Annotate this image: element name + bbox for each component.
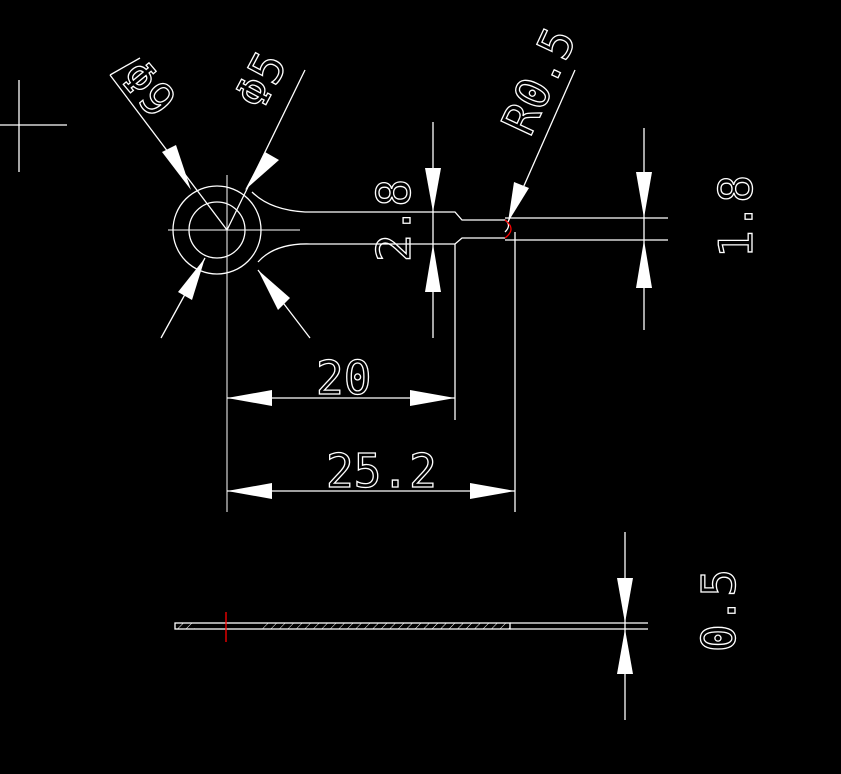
dim-radius-tip-label: R0.5 [491,19,587,142]
dim-thickness-label: 0.5 [692,569,746,652]
arm-upper-profile [251,191,510,233]
dim-width-neck: 2.8 [366,122,441,338]
dim-dia-inner-label: Φ5 [224,43,298,117]
dim-length-short-label: 20 [316,351,371,405]
dim-width-neck-label: 2.8 [367,179,421,262]
crosshair-cursor-icon [0,80,67,172]
part-top-view [168,175,512,512]
dim-dia-outer-label: Φ9 [110,50,187,127]
dim-length-total: 25.2 [227,232,516,512]
part-side-view [174,612,648,642]
dim-radius-tip: R0.5 [490,19,587,223]
dim-width-tip-label: 1.8 [709,175,763,258]
dim-length-short: 20 [227,244,456,420]
dim-length-total-label: 25.2 [326,444,437,498]
tip-mark [504,219,512,239]
arm-lower-profile [257,237,505,263]
dim-dia-outer: Φ9 [109,50,228,339]
dim-thickness: 0.5 [617,532,747,720]
dim-width-tip: 1.8 [505,128,764,330]
